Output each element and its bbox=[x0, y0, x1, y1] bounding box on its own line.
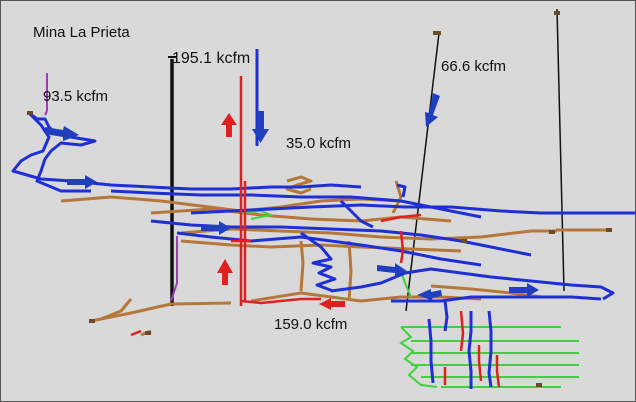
purple-raise bbox=[44, 73, 178, 302]
east-vent-shaft-diagonal bbox=[405, 32, 440, 312]
flow-arrow-right-blue-4 bbox=[377, 263, 407, 277]
shafts bbox=[168, 8, 565, 312]
flow-arrow-right-blue-5 bbox=[509, 283, 539, 297]
red-exhaust bbox=[130, 76, 501, 388]
flow-arrow-up-red-lower bbox=[217, 259, 233, 285]
flow-label-west-raise: 93.5 kcfm bbox=[43, 88, 109, 105]
flow-arrow-right-blue-3 bbox=[201, 221, 231, 235]
flow-label-main-shaft: 195.1 kcfm bbox=[172, 50, 251, 67]
flow-arrow-left-red bbox=[319, 298, 345, 310]
flow-label-lower-drift: 159.0 kcfm bbox=[274, 316, 348, 333]
flow-label-east-shaft: 66.6 kcfm bbox=[441, 58, 507, 75]
flow-arrow-left-blue bbox=[417, 289, 442, 301]
mine-title: Mina La Prieta bbox=[33, 24, 130, 41]
east-vent-shaft-right bbox=[556, 8, 565, 292]
brown-drifts bbox=[60, 175, 606, 337]
flow-label-center-raise: 35.0 kcfm bbox=[286, 135, 352, 152]
flow-arrow-down-right-blue bbox=[425, 93, 440, 127]
node-markers bbox=[27, 11, 612, 387]
flow-arrow-right-blue-2 bbox=[67, 175, 97, 189]
flow-arrow-down-blue bbox=[252, 111, 269, 143]
flow-arrow-up-red bbox=[221, 113, 237, 137]
flow-arrow-right-blue-1 bbox=[45, 126, 79, 141]
